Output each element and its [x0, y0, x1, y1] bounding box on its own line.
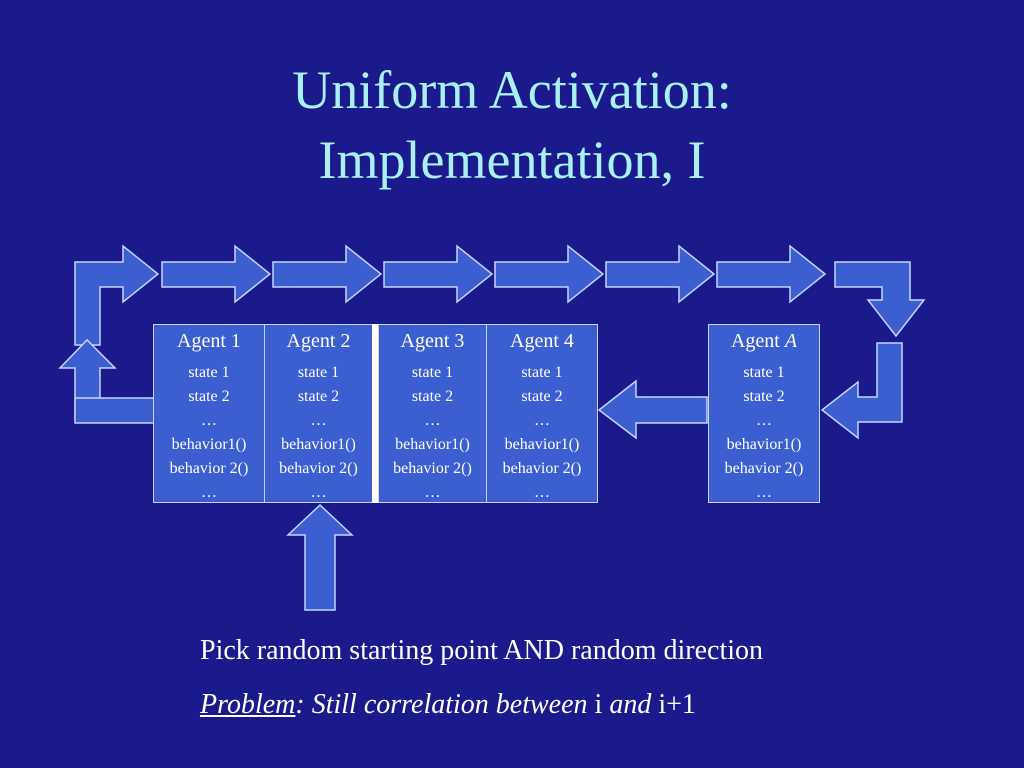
- elbow-left-up-connector-icon: [74, 397, 156, 424]
- right-arrow-icon: [605, 244, 716, 304]
- agent-behavior-1: behavior1(): [171, 436, 247, 453]
- agent-ellipsis: …: [424, 412, 441, 429]
- agent-behavior-1: behavior1(): [726, 436, 802, 453]
- agent-behavior-2: behavior 2(): [393, 460, 472, 477]
- agent-state-1: state 1: [411, 364, 454, 381]
- pointer-up-arrow-icon: [286, 503, 354, 611]
- agent-name: Agent A: [709, 329, 819, 353]
- agent-ellipsis: …: [201, 412, 217, 429]
- agent-behavior-2: behavior 2(): [724, 460, 804, 477]
- elbow-right-down-arrow-icon: [834, 261, 926, 338]
- agent-state-2: state 2: [411, 388, 454, 405]
- agent-ellipsis: …: [756, 484, 772, 501]
- agent-box-4: Agent 4 state 1 state 2 … behavior1() be…: [486, 324, 598, 503]
- agent-ellipsis: …: [310, 484, 327, 501]
- agent-behavior-1: behavior1(): [504, 436, 580, 453]
- elbow-up-right-arrow-icon: [74, 244, 160, 346]
- caption-line-1: Pick random starting point AND random di…: [200, 635, 764, 666]
- agent-behavior-2: behavior 2(): [502, 460, 582, 477]
- agent-behavior-1: behavior1(): [281, 436, 356, 453]
- title-line-2: Implementation, I: [318, 130, 706, 190]
- agent-name-variable: A: [784, 330, 798, 352]
- agent-box-a: Agent A state 1 state 2 … behavior1() be…: [708, 324, 820, 503]
- variable-i: i: [594, 689, 603, 720]
- agent-ellipsis: …: [534, 484, 550, 501]
- agent-ellipsis: …: [534, 412, 550, 429]
- agent-behavior-2: behavior 2(): [169, 460, 249, 477]
- agent-name: Agent 3: [400, 330, 465, 352]
- pointer-divider: [372, 324, 379, 503]
- agent-state-1: state 1: [521, 364, 563, 381]
- right-arrow-icon: [494, 244, 605, 304]
- agent-state-1: state 1: [743, 364, 785, 381]
- agent-behavior-1: behavior1(): [395, 436, 470, 453]
- agent-box-2: Agent 2 state 1 state 2 … behavior1() be…: [264, 324, 373, 503]
- agent-state-2: state 2: [188, 388, 230, 405]
- agent-box-3: Agent 3 state 1 state 2 … behavior1() be…: [378, 324, 487, 503]
- problem-text: : Still correlation between: [295, 689, 595, 720]
- agent-ellipsis: …: [424, 484, 441, 501]
- agent-state-2: state 2: [743, 388, 785, 405]
- right-arrow-icon: [272, 244, 383, 304]
- slide-title: Uniform Activation: Implementation, I: [0, 55, 1024, 195]
- agent-state-2: state 2: [297, 388, 340, 405]
- agent-name: Agent 2: [286, 330, 351, 352]
- agent-name: Agent 1: [177, 330, 241, 352]
- agent-name: Agent 4: [510, 330, 574, 352]
- variable-i-plus-1: i+1: [658, 689, 696, 720]
- agent-ellipsis: …: [756, 412, 772, 429]
- agent-behavior-2: behavior 2(): [279, 460, 358, 477]
- right-arrow-icon: [161, 244, 272, 304]
- problem-label: Problem: [200, 689, 296, 720]
- agent-ellipsis: …: [201, 484, 217, 501]
- left-arrow-icon: [597, 379, 708, 440]
- agent-ellipsis: …: [310, 412, 327, 429]
- caption-line-2: Problem: Still correlation between i and…: [200, 688, 696, 722]
- right-arrow-icon: [716, 244, 827, 304]
- agent-state-1: state 1: [188, 364, 230, 381]
- right-arrow-icon: [383, 244, 494, 304]
- title-line-1: Uniform Activation:: [292, 60, 732, 120]
- agent-name-prefix: Agent: [730, 330, 785, 352]
- agent-state-1: state 1: [297, 364, 340, 381]
- agent-state-2: state 2: [521, 388, 563, 405]
- agent-box-1: Agent 1 state 1 state 2 … behavior1() be…: [153, 324, 265, 503]
- elbow-down-left-arrow-icon: [820, 342, 903, 440]
- and-word: and: [602, 689, 659, 720]
